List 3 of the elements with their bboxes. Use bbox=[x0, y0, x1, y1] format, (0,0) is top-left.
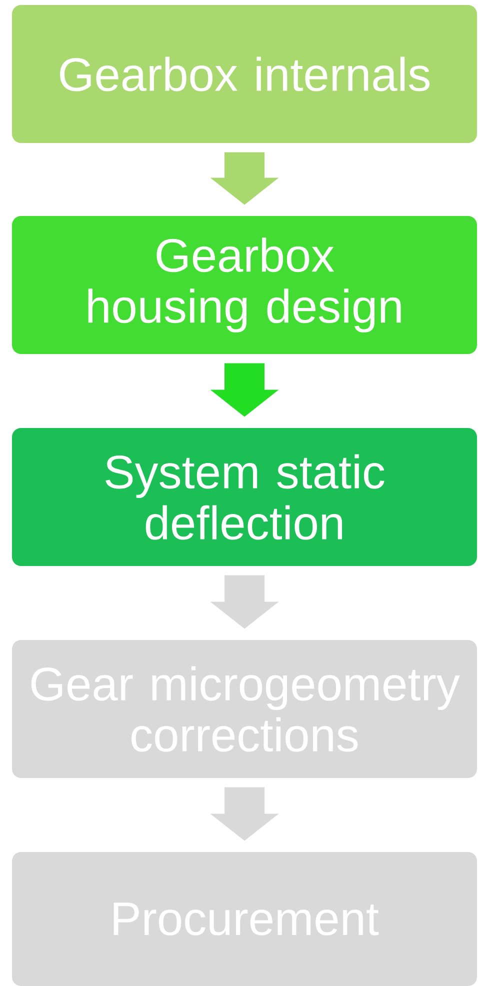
process-box: Gearbox housing design bbox=[12, 216, 477, 354]
process-box: Gearbox internals bbox=[12, 5, 477, 144]
process-box: System static deflection bbox=[12, 428, 477, 566]
